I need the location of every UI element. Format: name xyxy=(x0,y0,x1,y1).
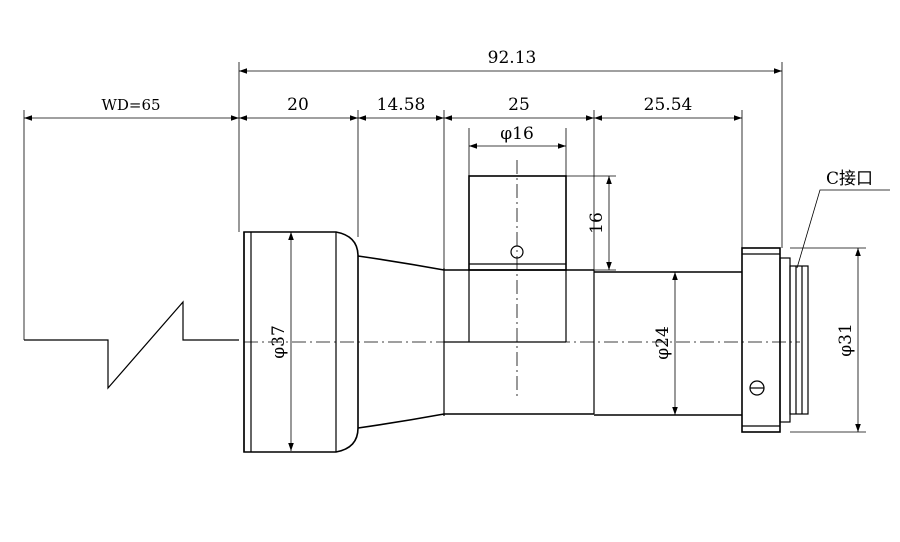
extension-lines xyxy=(23,62,866,433)
coax-length-label: 25 xyxy=(508,95,530,115)
mount-callout-leader xyxy=(796,189,890,269)
working-distance-break-line xyxy=(24,300,239,390)
body-diameter-label: φ24 xyxy=(653,326,673,360)
mount-callout-label: C接口 xyxy=(826,169,873,189)
front-diameter-label: φ37 xyxy=(269,325,289,359)
rear-tube xyxy=(594,271,742,416)
rear-length-label: 25.54 xyxy=(644,95,693,115)
c-mount-thread xyxy=(789,265,809,415)
light-port xyxy=(468,175,567,271)
front-length-label: 20 xyxy=(287,95,309,115)
mount-flange xyxy=(741,247,791,433)
port-screw-icon xyxy=(510,245,524,259)
working-distance-label: WD=65 xyxy=(101,96,160,114)
mount-diameter-label: φ31 xyxy=(836,323,856,357)
total-length-label: 92.13 xyxy=(488,48,537,68)
port-diameter-label: φ16 xyxy=(500,124,534,144)
coaxial-section xyxy=(444,269,595,415)
taper-length-label: 14.58 xyxy=(377,95,426,115)
port-height-label: 16 xyxy=(587,212,607,234)
dimension-lines xyxy=(24,68,861,451)
